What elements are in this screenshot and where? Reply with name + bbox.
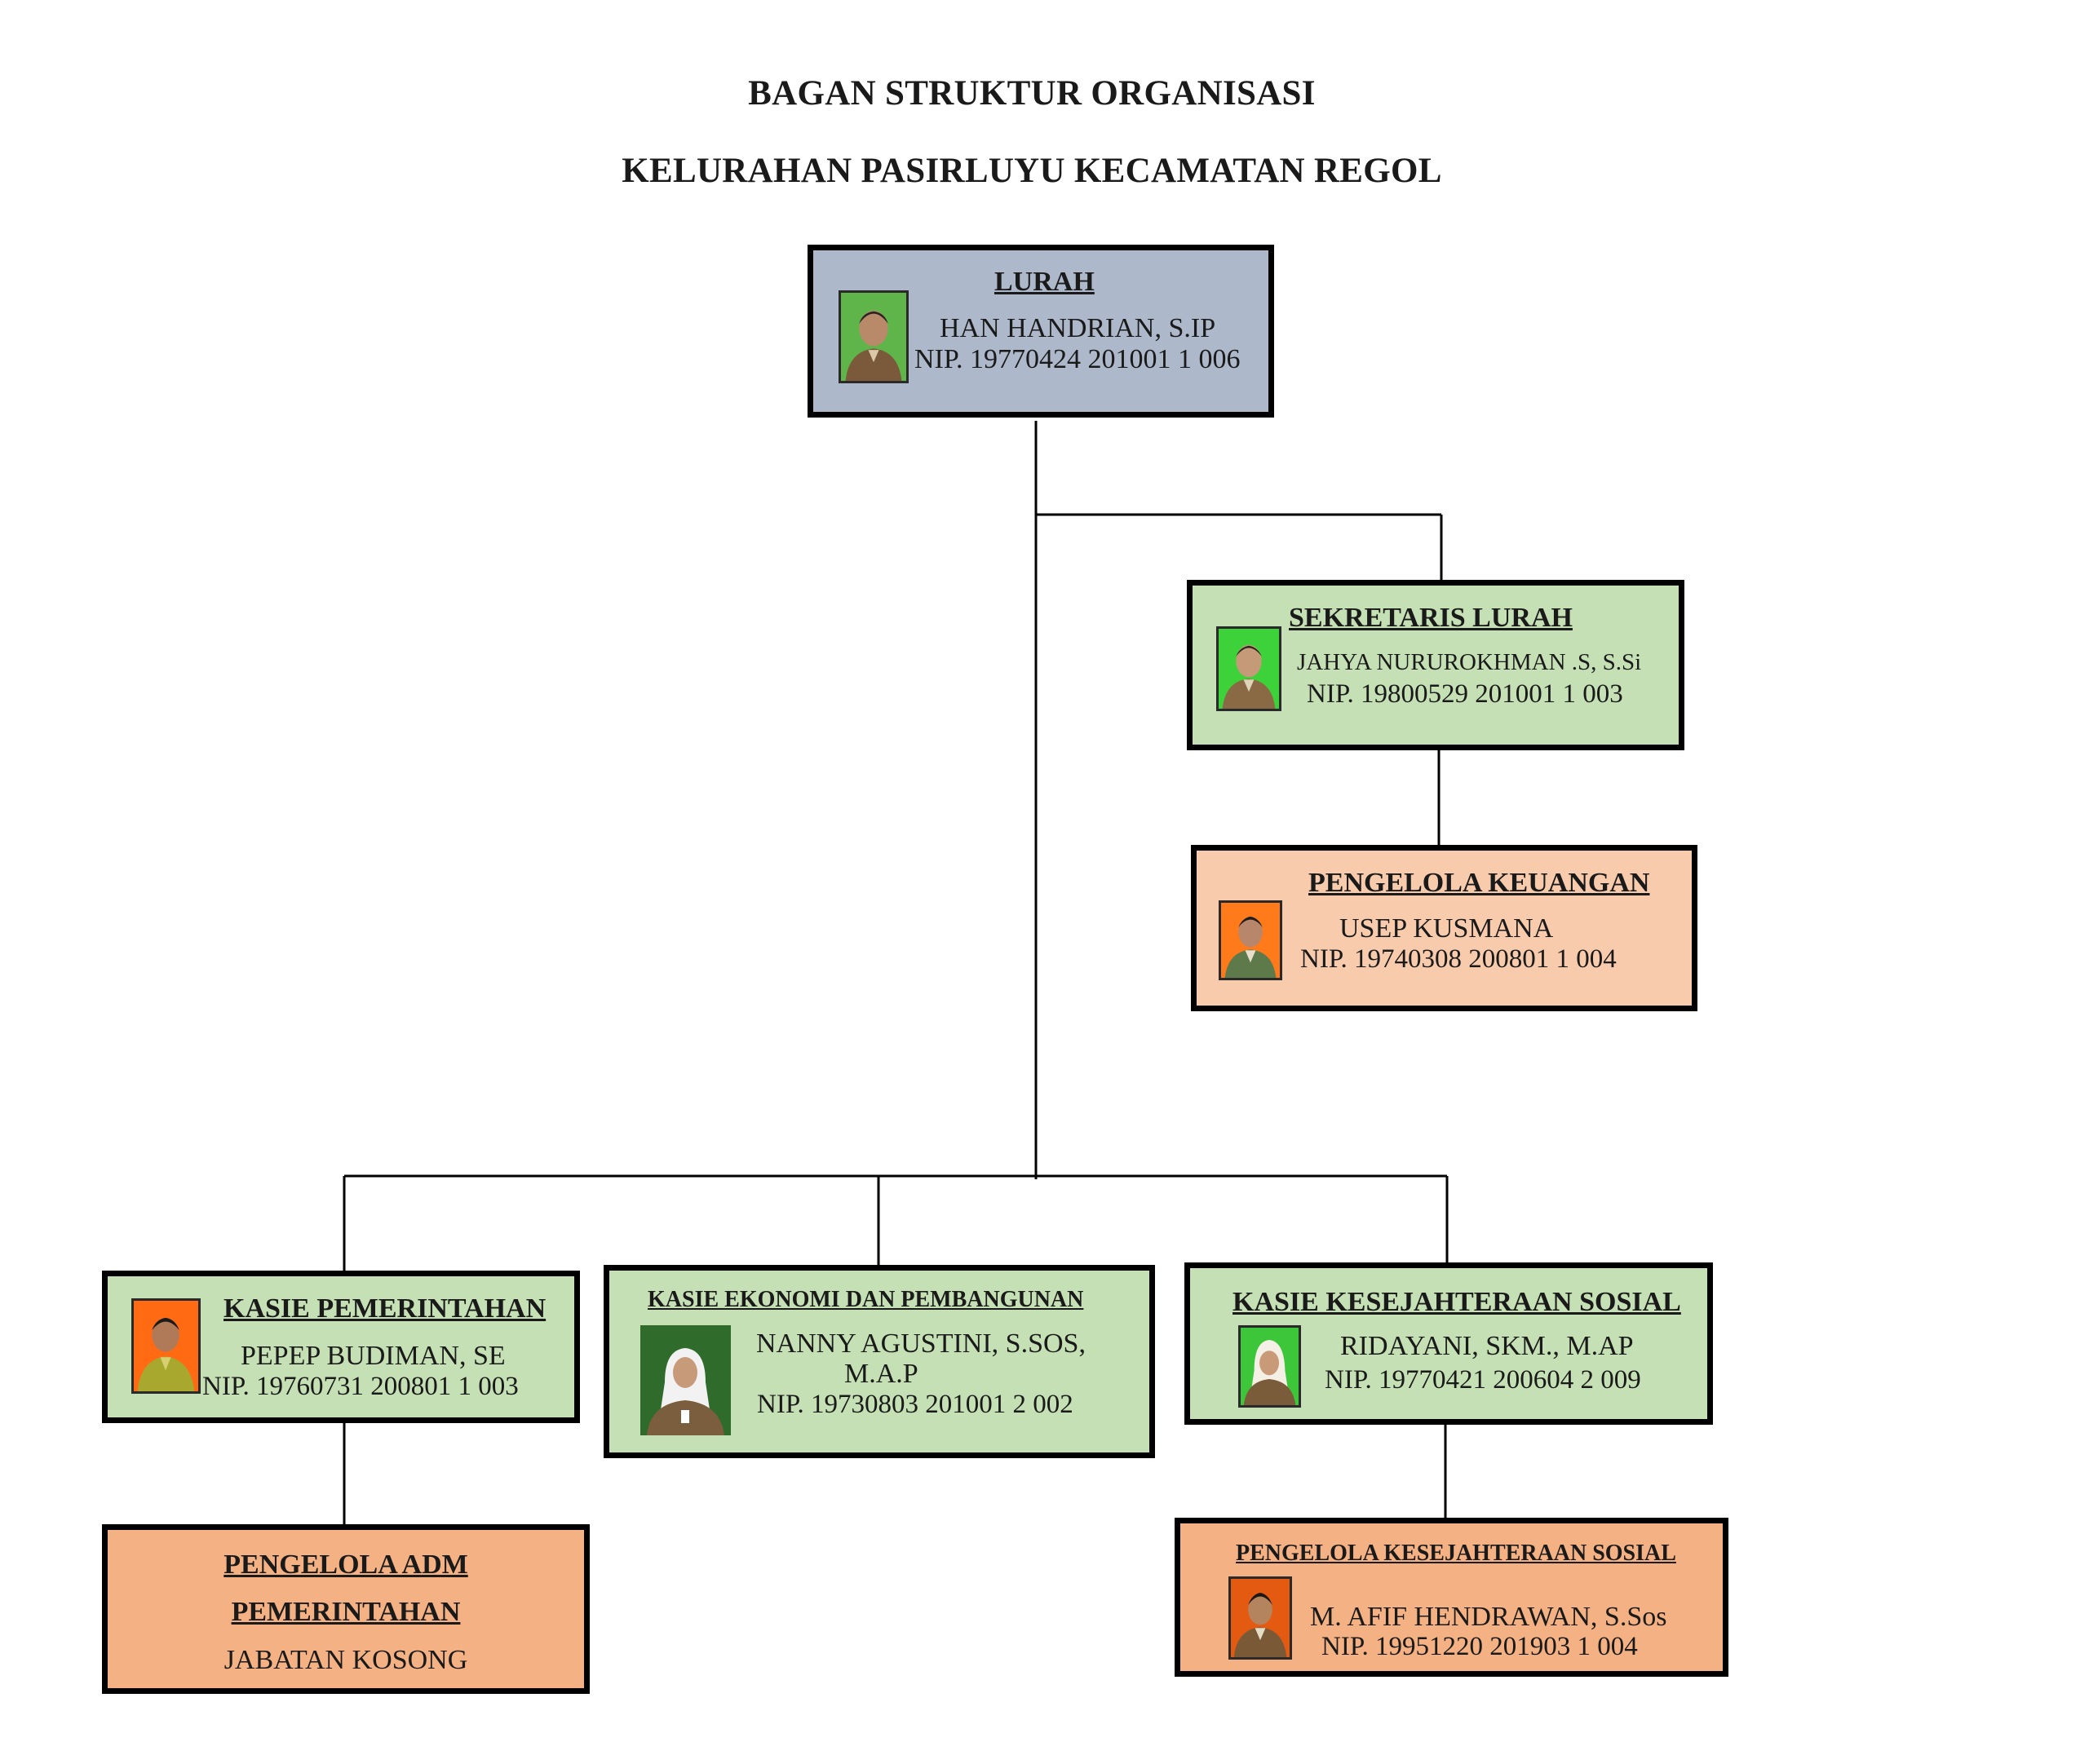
portrait-photo-icon: [1228, 1576, 1292, 1660]
node-lurah-nip: NIP. 19770424 201001 1 006: [914, 344, 1241, 374]
node-lurah: LURAH HAN HANDRIAN, S.IP NIP. 19770424 2…: [808, 245, 1274, 418]
node-sekretaris-name: JAHYA NURUROKHMAN .S, S.Si: [1297, 649, 1642, 675]
node-kasie-pemerintahan: KASIE PEMERINTAHAN PEPEP BUDIMAN, SE NIP…: [102, 1271, 580, 1423]
portrait-photo-icon: [839, 290, 909, 383]
node-pengelola-kesejahteraan-nip: NIP. 19951220 201903 1 004: [1321, 1632, 1638, 1661]
node-kasie-ekonomi-name-line2: M.A.P: [844, 1359, 918, 1389]
node-kasie-pemerintahan-nip: NIP. 19760731 200801 1 003: [202, 1372, 519, 1401]
node-lurah-name: HAN HANDRIAN, S.IP: [940, 313, 1216, 343]
node-kasie-ekonomi-name-line1: NANNY AGUSTINI, S.SOS,: [756, 1329, 1086, 1359]
node-pengelola-keuangan-nip: NIP. 19740308 200801 1 004: [1300, 944, 1617, 974]
portrait-photo-icon: [1216, 626, 1281, 711]
node-pengelola-kesejahteraan-sosial: PENGELOLA KESEJAHTERAAN SOSIAL M. AFIF H…: [1175, 1518, 1728, 1677]
node-pengelola-adm-status: JABATAN KOSONG: [223, 1645, 468, 1675]
node-pengelola-adm-role-line2: PEMERINTAHAN: [231, 1597, 461, 1627]
node-kasie-ekonomi-nip: NIP. 19730803 201001 2 002: [757, 1390, 1073, 1419]
chart-title: BAGAN STRUKTUR ORGANISASI: [748, 74, 1316, 113]
node-pengelola-adm-role-line1: PENGELOLA ADM: [223, 1550, 468, 1580]
node-sekretaris-role: SEKRETARIS LURAH: [1289, 603, 1573, 633]
portrait-photo-icon: [640, 1325, 731, 1435]
node-kasie-kesejahteraan-name: RIDAYANI, SKM., M.AP: [1340, 1331, 1634, 1361]
node-pengelola-kesejahteraan-name: M. AFIF HENDRAWAN, S.Sos: [1310, 1602, 1667, 1632]
node-pengelola-keuangan: PENGELOLA KEUANGAN USEP KUSMANA NIP. 197…: [1191, 845, 1697, 1011]
node-pengelola-kesejahteraan-role: PENGELOLA KESEJAHTERAAN SOSIAL: [1236, 1541, 1676, 1566]
node-sekretaris-nip: NIP. 19800529 201001 1 003: [1307, 679, 1623, 709]
node-kasie-pemerintahan-role: KASIE PEMERINTAHAN: [223, 1293, 547, 1324]
chart-subtitle: KELURAHAN PASIRLUYU KECAMATAN REGOL: [622, 152, 1442, 190]
node-pengelola-keuangan-role: PENGELOLA KEUANGAN: [1308, 868, 1650, 898]
node-pengelola-keuangan-name: USEP KUSMANA: [1339, 913, 1554, 944]
node-kasie-ekonomi-pembangunan: KASIE EKONOMI DAN PEMBANGUNAN NANNY AGUS…: [604, 1265, 1155, 1458]
node-lurah-role: LURAH: [994, 267, 1095, 297]
node-kasie-kesejahteraan-nip: NIP. 19770421 200604 2 009: [1325, 1365, 1641, 1395]
portrait-photo-icon: [1238, 1325, 1301, 1408]
node-kasie-kesejahteraan-role: KASIE KESEJAHTERAAN SOSIAL: [1233, 1287, 1681, 1317]
node-pengelola-adm-pemerintahan: PENGELOLA ADM PEMERINTAHAN JABATAN KOSON…: [102, 1524, 590, 1694]
node-kasie-pemerintahan-name: PEPEP BUDIMAN, SE: [241, 1341, 506, 1371]
node-sekretaris-lurah: SEKRETARIS LURAH JAHYA NURUROKHMAN .S, S…: [1187, 580, 1684, 750]
node-kasie-ekonomi-role: KASIE EKONOMI DAN PEMBANGUNAN: [648, 1287, 1084, 1312]
portrait-photo-icon: [1219, 900, 1282, 980]
portrait-photo-icon: [131, 1298, 201, 1394]
node-kasie-kesejahteraan-sosial: KASIE KESEJAHTERAAN SOSIAL RIDAYANI, SKM…: [1184, 1262, 1713, 1425]
